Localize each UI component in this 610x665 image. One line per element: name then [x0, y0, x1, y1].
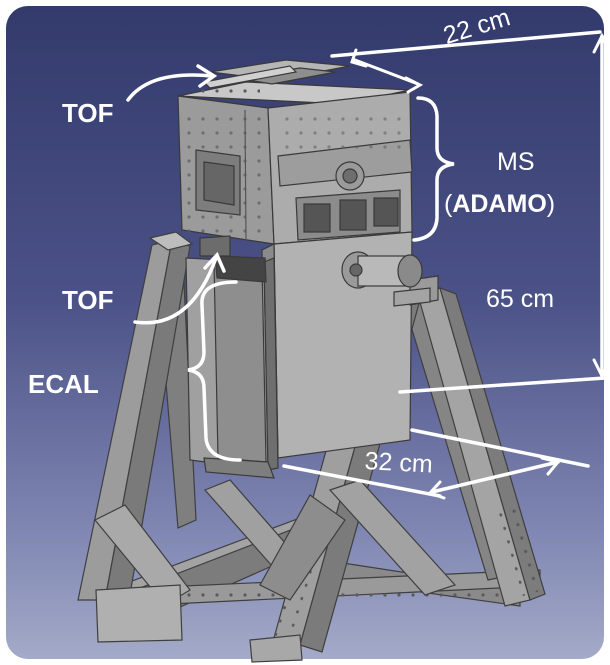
support-stand — [77, 231, 546, 663]
adamo-close-paren: ) — [546, 190, 556, 218]
tof-top-arrow — [126, 73, 214, 102]
annotations — [126, 30, 610, 500]
magnet-spectrometer — [177, 59, 413, 245]
ms-brace — [412, 96, 455, 242]
tof-middle-label: TOF — [62, 285, 114, 315]
height-dimension-label: 65 cm — [486, 285, 555, 313]
depth-dimension-label: 32 cm — [363, 447, 434, 479]
ecal-brace — [187, 280, 242, 462]
tof-top-label: TOF — [62, 98, 114, 128]
dim-32-line — [282, 464, 442, 498]
ms-label: MS — [497, 148, 535, 176]
adamo-label: (ADAMO) — [444, 192, 555, 217]
ecal-label: ECAL — [28, 369, 99, 399]
dim-22-line — [330, 30, 602, 58]
tof-middle-arrow — [133, 256, 218, 325]
lower-housing — [261, 231, 439, 463]
ecal-module — [185, 235, 279, 479]
adamo-open-paren: ( — [444, 190, 453, 218]
adamo-name: ADAMO — [452, 190, 547, 218]
